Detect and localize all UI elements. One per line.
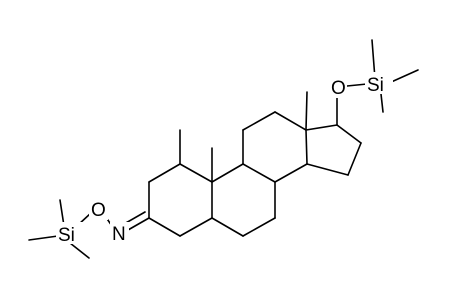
- bond-si-me-down: [380, 93, 384, 113]
- bond-c8-c14: [274, 163, 308, 183]
- bond-c16-c15: [347, 142, 362, 176]
- bond-o-si-top: [346, 83, 368, 87]
- bond-c3-c4: [148, 217, 181, 237]
- bond-c9-c8: [242, 163, 276, 183]
- label-bg: [365, 72, 393, 94]
- bond-c17-c16: [336, 124, 362, 144]
- silicon-bottom-label: Si: [58, 225, 75, 246]
- atom-labels: O Si O N Si: [56, 72, 393, 246]
- oxygen-bottom-label: O: [91, 200, 106, 221]
- bond-si-me-right: [388, 69, 419, 84]
- label-bg: [56, 222, 84, 244]
- bond-c6-c5: [211, 217, 244, 237]
- silicon-top-label: Si: [367, 75, 384, 96]
- bond-c12-c11: [242, 111, 276, 131]
- nitrogen-label: N: [112, 224, 126, 245]
- oxygen-top-label: O: [331, 78, 346, 99]
- bond-c7-c6: [242, 217, 276, 237]
- bond-c10-c9: [211, 163, 244, 183]
- bond-c14-c13: [305, 129, 308, 165]
- bond-c3-n-1: [127, 217, 150, 231]
- bond-c4-c5: [179, 217, 213, 237]
- bond-c13-c17: [305, 124, 338, 131]
- label-bg: [89, 198, 108, 220]
- bond-si-me-up-bottom: [59, 199, 65, 227]
- bond-c10-c1: [179, 163, 213, 183]
- bond-c1-c2: [148, 163, 181, 183]
- label-bg: [328, 76, 347, 98]
- label-bg: [110, 222, 129, 244]
- bonds: [28, 39, 419, 259]
- bond-c13-c12: [274, 111, 307, 131]
- bond-si-me-left: [28, 235, 59, 241]
- bond-c15-c14: [306, 163, 349, 176]
- bond-c13-methyl: [305, 91, 308, 131]
- bond-si-me-down-bottom: [69, 242, 90, 259]
